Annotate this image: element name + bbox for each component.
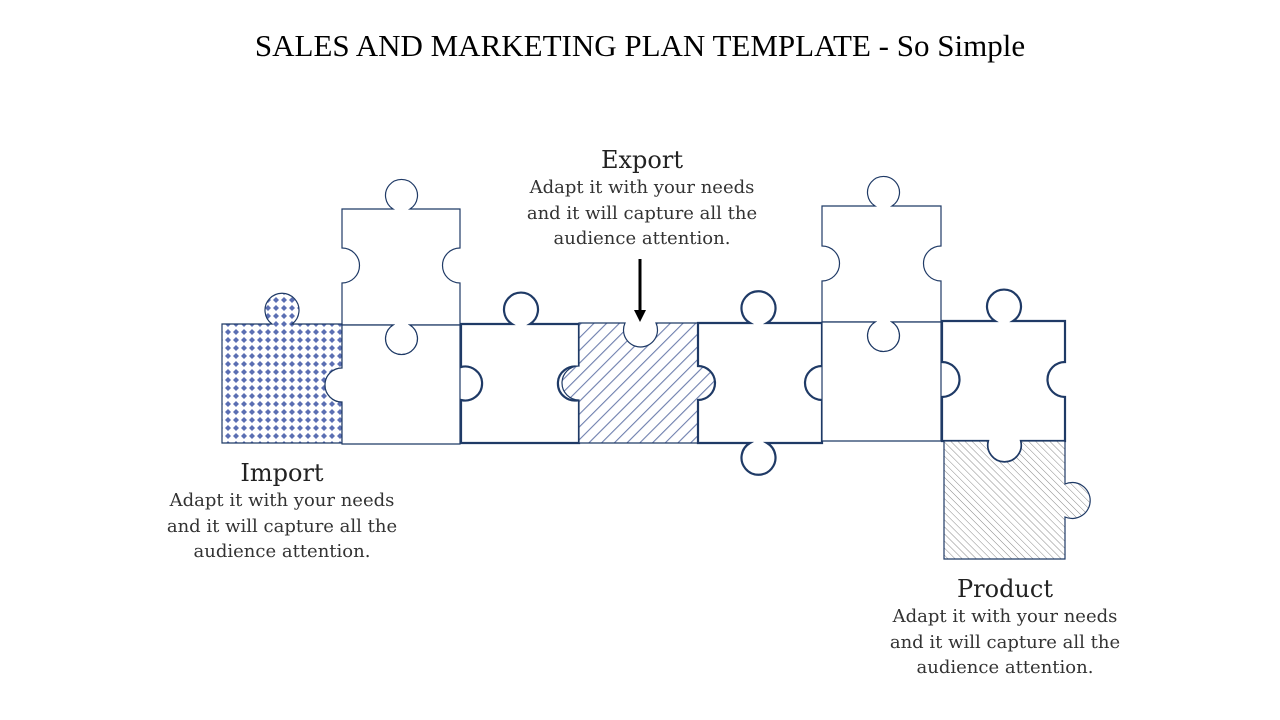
callout-description-line: Adapt it with your needs [529, 177, 755, 198]
callout-description-line: audience attention. [553, 228, 731, 249]
puzzle-piece-5 [696, 290, 824, 476]
callout-product: Product Adapt it with your needs and it … [855, 574, 1155, 681]
callout-heading: Product [957, 575, 1053, 603]
puzzle-piece-export [561, 322, 716, 444]
puzzle-piece-2 [324, 324, 461, 445]
puzzle-piece-7 [940, 288, 1067, 464]
callout-export: Export Adapt it with your needs and it w… [492, 145, 792, 252]
callout-heading: Export [601, 146, 683, 174]
export-arrow-head [634, 310, 646, 322]
callout-import: Import Adapt it with your needs and it w… [132, 458, 432, 565]
callout-description-line: and it will capture all the [526, 202, 758, 224]
callout-description-line: Adapt it with your needs [169, 490, 395, 511]
puzzle-piece-6 [821, 321, 942, 442]
puzzle-piece-3 [459, 291, 581, 445]
callout-description-line: audience attention. [193, 541, 371, 562]
slide-title: SALES AND MARKETING PLAN TEMPLATE - So S… [254, 28, 1026, 63]
puzzle-piece-import [221, 292, 343, 444]
callout-description-line: Adapt it with your needs [892, 606, 1118, 627]
callout-description-line: and it will capture all the [166, 515, 398, 537]
callout-description-line: and it will capture all the [889, 631, 1121, 653]
puzzle-piece-product [943, 440, 1091, 560]
callout-description-line: audience attention. [916, 657, 1094, 678]
callout-heading: Import [240, 459, 324, 487]
